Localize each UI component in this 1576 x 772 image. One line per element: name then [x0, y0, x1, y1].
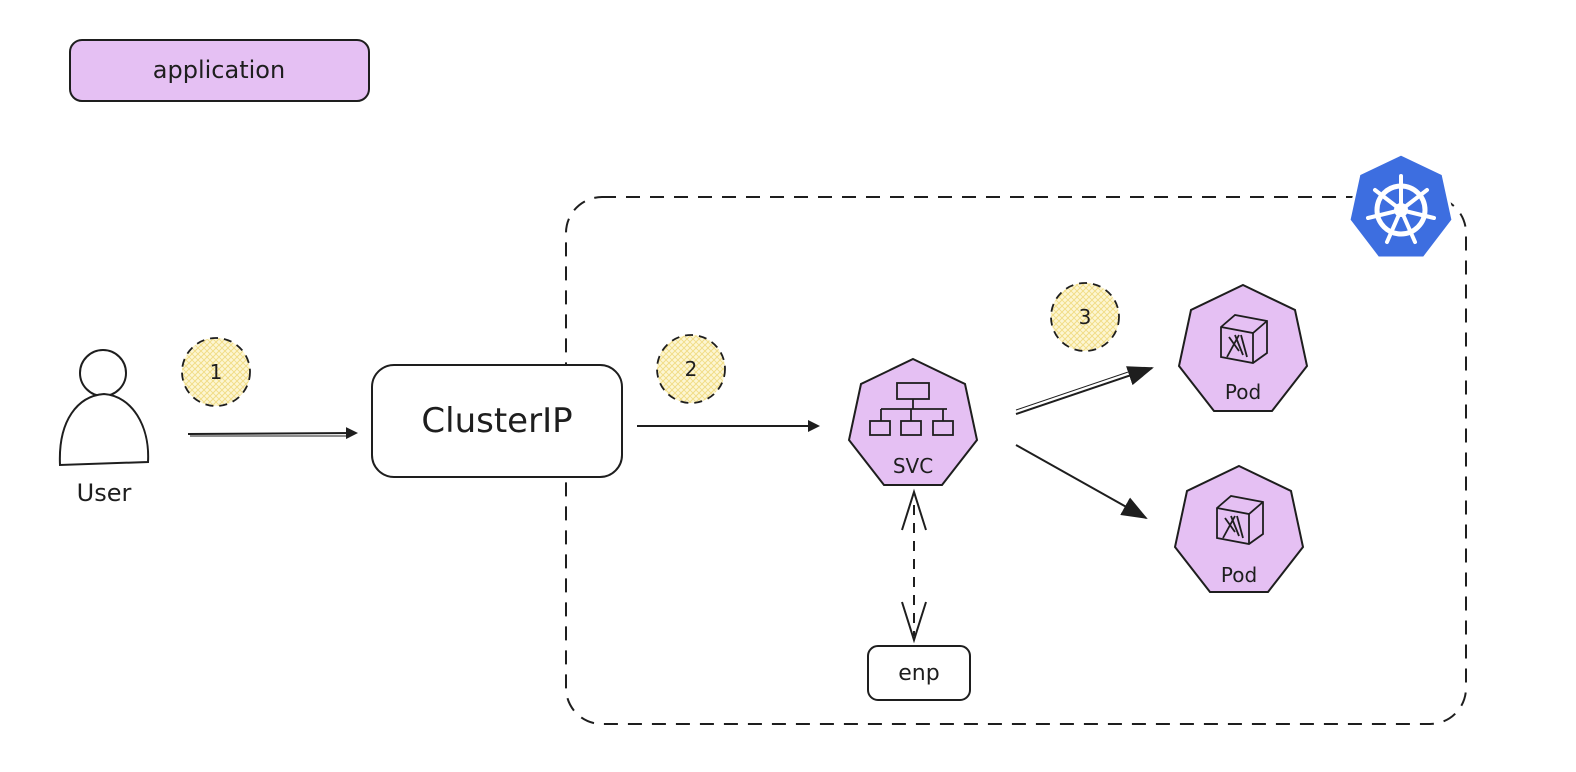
step-badge-2: 2	[656, 334, 726, 404]
step-label-1: 1	[210, 360, 223, 384]
step-badge-1: 1	[181, 337, 251, 407]
pod-label-2: Pod	[1221, 563, 1257, 587]
pod-label-1: Pod	[1225, 380, 1261, 404]
legend-application: application	[69, 39, 370, 102]
pod-cube-icon	[1220, 314, 1268, 364]
arrow-svc-to-pod-1	[1015, 366, 1154, 415]
user-actor: User	[58, 349, 150, 507]
step-label-2: 2	[685, 357, 698, 381]
step-badge-3: 3	[1050, 282, 1120, 352]
endpoint-node: enp	[867, 645, 971, 701]
endpoint-label: enp	[898, 661, 939, 686]
arrow-user-to-clusterip	[187, 427, 358, 440]
arrow-svc-endpoint	[901, 488, 927, 644]
kubernetes-icon	[1347, 152, 1455, 260]
pod-cube-icon	[1216, 495, 1264, 545]
arrow-svc-to-pod-2	[1015, 444, 1148, 519]
step-label-3: 3	[1079, 305, 1092, 329]
cluster-boundary	[565, 196, 1467, 725]
legend-application-label: application	[153, 56, 285, 84]
user-label: User	[77, 479, 132, 507]
service-network-icon	[869, 382, 954, 436]
clusterip-node: ClusterIP	[371, 364, 623, 478]
pod-node-1: Pod	[1177, 283, 1309, 412]
clusterip-label: ClusterIP	[421, 401, 572, 441]
pod-node-2: Pod	[1173, 464, 1305, 593]
svc-node: SVC	[847, 357, 979, 486]
user-icon	[58, 349, 150, 467]
svc-label: SVC	[893, 454, 933, 478]
